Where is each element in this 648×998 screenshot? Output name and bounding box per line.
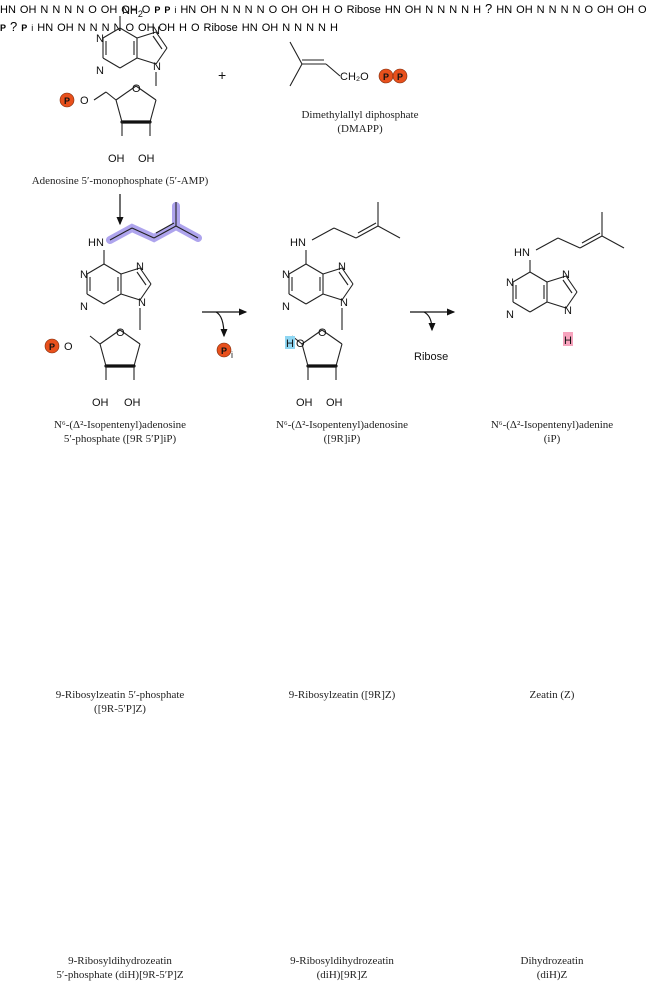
zeatin-molecule: HN OH N N N N H: [385, 0, 485, 17]
n3-atom: N: [96, 65, 104, 77]
svg-text:OH: OH: [326, 397, 343, 409]
dihydrozeatin-ribotide-label-line2: 5′-phosphate (diH)[9R-5′P]Z: [56, 969, 184, 981]
phosphate-icon: [44, 338, 60, 354]
svg-text:H: H: [286, 338, 294, 350]
svg-text:N: N: [562, 269, 570, 281]
dihydro-highlight: HN OH N N N N O OH OH H O: [37, 18, 203, 35]
svg-text:N: N: [80, 301, 88, 313]
ribose-label: Ribose: [414, 351, 448, 363]
svg-text:O: O: [296, 338, 305, 350]
ip-label-line2: (iP): [543, 433, 561, 445]
n9-h-highlight: H: [473, 4, 482, 16]
dmapp-molecule: CH₂O P P: [289, 41, 408, 87]
svg-text:P: P: [397, 72, 403, 82]
ribose-label: Ribose: [203, 22, 238, 34]
5-o-atom: O: [80, 95, 89, 107]
svg-text:N: N: [564, 305, 572, 317]
ip-ribotide-label-line1: N⁶-(Δ²-Isopentenyl)adenosine: [53, 419, 187, 431]
dihydro-highlight: HN OH N N N N H: [242, 18, 338, 35]
n9-atom: N: [153, 61, 161, 73]
svg-text:P: P: [383, 72, 389, 82]
dihydro-highlight: HN OH N N N N O OH OH O P: [0, 4, 647, 33]
svg-text:HN: HN: [514, 247, 530, 259]
ip-ribotide-label-line2: 5′-phosphate ([9R 5′P]iP): [63, 433, 177, 445]
plus-sign: +: [218, 67, 226, 83]
zeatin-riboside-label: 9-Ribosylzeatin ([9R]Z): [288, 689, 396, 701]
dihydrozeatin-riboside-molecule: HN OH N N N N O OH OH H O: [37, 18, 203, 35]
amp-molecule: NH2 N N N N O OH OH O P: [59, 5, 168, 165]
oh-2: OH: [108, 153, 125, 165]
dihydrozeatin-ribotide-label-line1: 9-Ribosyldihydrozeatin: [68, 955, 172, 967]
svg-text:N: N: [282, 301, 290, 313]
dihydrozeatin-label-line2: (diH)Z: [536, 969, 568, 981]
svg-text:N: N: [338, 261, 346, 273]
question-mark-2: ?: [10, 19, 18, 34]
phosphate-icon: P: [154, 5, 161, 15]
zeatin-riboside-molecule: HN OH N N N N O OH OH H O: [180, 0, 346, 17]
ribose-label: Ribose: [346, 4, 381, 16]
dihydrozeatin-label-line1: Dihydrozeatin: [520, 955, 584, 967]
zeatin-ribotide-label-line2: ([9R-5′P]Z): [94, 703, 146, 715]
ch2o-label: CH₂O: [340, 71, 369, 83]
zeatin-ribotide-molecule: HN OH N N N N O OH OH O P: [0, 0, 164, 17]
svg-text:N: N: [136, 261, 144, 273]
amp-label: Adenosine 5′-monophosphate (5′-AMP): [31, 175, 209, 187]
phosphate-icon: P: [0, 23, 7, 33]
n1-atom: N: [96, 33, 104, 45]
ribose-o-atom: O: [132, 83, 141, 95]
pi-icon: [216, 342, 232, 358]
h-highlight: [285, 336, 295, 349]
svg-text:N: N: [282, 269, 290, 281]
svg-text:H: H: [564, 335, 572, 347]
oh-highlight: OH N N N N O OH OH H O: [200, 0, 346, 17]
nh2-label: NH2: [122, 5, 143, 19]
dmapp-label-line2: (DMAPP): [337, 123, 383, 135]
svg-text:N: N: [506, 277, 514, 289]
svg-text:HN: HN: [290, 237, 306, 249]
svg-text:O: O: [116, 327, 125, 339]
svg-text:P: P: [49, 342, 55, 352]
phosphate-icon: [59, 92, 75, 108]
ip-molecule: HN N N N N H: [506, 211, 625, 347]
pi-icon: P i HN OH N N N N O OH OH H O Ribose HN: [21, 18, 613, 981]
dihydrozeatin-riboside-label-line2: (diH)[9R]Z: [316, 969, 368, 981]
svg-text:O: O: [318, 327, 327, 339]
dihydrozeatin-molecule: HN OH N N N N H: [242, 18, 338, 35]
ip-riboside-label-line2: ([9R]iP): [323, 433, 361, 445]
svg-text:OH: OH: [296, 397, 313, 409]
ip-ribotide-molecule: HN N N N N O OH OH O P: [44, 201, 202, 409]
dihydrozeatin-riboside-label-line1: 9-Ribosyldihydrozeatin: [290, 955, 394, 967]
isopentenyl-highlight: [106, 202, 202, 244]
oh-highlight: OH N N N N O OH OH O P: [20, 0, 164, 17]
ip-riboside-molecule: HN N N N N O OH OH H O: [282, 201, 401, 409]
ip-riboside-label-line1: N⁶-(Δ²-Isopentenyl)adenosine: [275, 419, 409, 431]
zeatin-ribotide-label-line1: 9-Ribosylzeatin 5′-phosphate: [55, 689, 185, 701]
diphosphate-icon-2: [392, 68, 408, 84]
n7-atom: N: [152, 25, 160, 37]
svg-text:i: i: [231, 350, 233, 360]
n9-h-highlight: H: [330, 22, 338, 34]
svg-text:OH: OH: [124, 397, 141, 409]
zeatin-label: Zeatin (Z): [529, 689, 575, 701]
oh-3: OH: [138, 153, 155, 165]
h-highlight: H O: [322, 4, 343, 16]
svg-text:N: N: [80, 269, 88, 281]
svg-text:N: N: [340, 297, 348, 309]
h-highlight: H O: [179, 22, 200, 34]
svg-text:OH: OH: [92, 397, 109, 409]
phosphate-p: P: [64, 96, 70, 106]
oh-highlight: OH N N N N H: [405, 0, 485, 17]
dihydrozeatin-ribotide-molecule: H N OH N N N N O OH OH O P: [0, 0, 647, 35]
svg-text:O: O: [64, 341, 73, 353]
svg-text:HN: HN: [88, 237, 104, 249]
svg-text:N: N: [506, 309, 514, 321]
n9-h-highlight: [563, 332, 573, 346]
svg-text:N: N: [138, 297, 146, 309]
svg-text:P: P: [221, 346, 227, 356]
ip-label-line1: N⁶-(Δ²-Isopentenyl)adenine: [490, 419, 614, 431]
question-mark-1: ?: [485, 1, 493, 16]
dmapp-label-line1: Dimethylallyl diphosphate: [301, 109, 419, 121]
